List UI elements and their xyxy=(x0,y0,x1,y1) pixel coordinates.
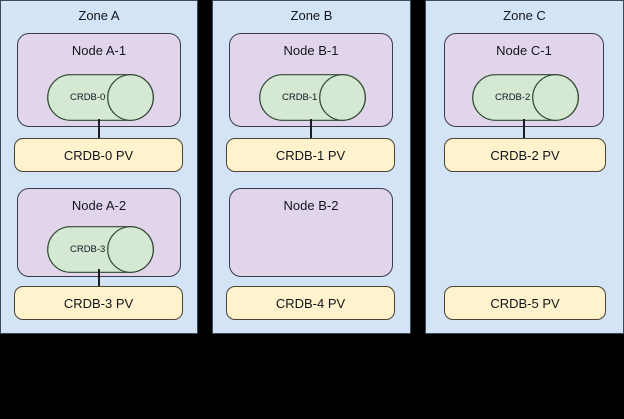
pv-crdb-3: CRDB-3 PV xyxy=(14,286,183,320)
node-a-2: Node A-2 CRDB-3 xyxy=(17,188,181,277)
zone-a-title: Zone A xyxy=(78,8,120,23)
pv-crdb-1: CRDB-1 PV xyxy=(226,138,395,172)
node-c-1: Node C-1 CRDB-2 xyxy=(444,33,604,127)
cylinder-icon xyxy=(47,226,154,273)
zone-c: Zone C Node C-1 CRDB-2 CRDB-2 PV CRDB-5 … xyxy=(425,0,624,334)
node-b-2-title: Node B-2 xyxy=(283,198,339,213)
link-node-a-2-to-crdb-3-pv xyxy=(98,269,100,287)
pv-crdb-0: CRDB-0 PV xyxy=(14,138,183,172)
link-node-c-1-to-crdb-2-pv xyxy=(523,119,525,139)
cylinder-icon xyxy=(47,74,154,121)
node-c-1-title: Node C-1 xyxy=(496,43,552,58)
pod-crdb-3: CRDB-3 xyxy=(47,226,154,273)
pod-crdb-1: CRDB-1 xyxy=(259,74,366,121)
zone-b: Zone B Node B-1 CRDB-1 CRDB-1 PV Node B-… xyxy=(212,0,411,334)
link-node-a-1-to-crdb-0-pv xyxy=(98,119,100,139)
node-b-1: Node B-1 CRDB-1 xyxy=(229,33,393,127)
node-b-2: Node B-2 xyxy=(229,188,393,277)
node-a-1-title: Node A-1 xyxy=(71,43,127,58)
pv-crdb-5: CRDB-5 PV xyxy=(444,286,606,320)
zone-b-title: Zone B xyxy=(290,8,333,23)
cylinder-icon xyxy=(259,74,366,121)
cylinder-icon xyxy=(472,74,579,121)
pv-crdb-2: CRDB-2 PV xyxy=(444,138,606,172)
zone-a: Zone A Node A-1 CRDB-0 CRDB-0 PV Node A-… xyxy=(0,0,198,334)
node-b-1-title: Node B-1 xyxy=(283,43,339,58)
node-a-2-title: Node A-2 xyxy=(71,198,127,213)
pv-crdb-4: CRDB-4 PV xyxy=(226,286,395,320)
pod-crdb-2: CRDB-2 xyxy=(472,74,579,121)
link-node-b-1-to-crdb-1-pv xyxy=(310,119,312,139)
zone-c-title: Zone C xyxy=(503,8,546,23)
node-a-1: Node A-1 CRDB-0 xyxy=(17,33,181,127)
pod-crdb-0: CRDB-0 xyxy=(47,74,154,121)
